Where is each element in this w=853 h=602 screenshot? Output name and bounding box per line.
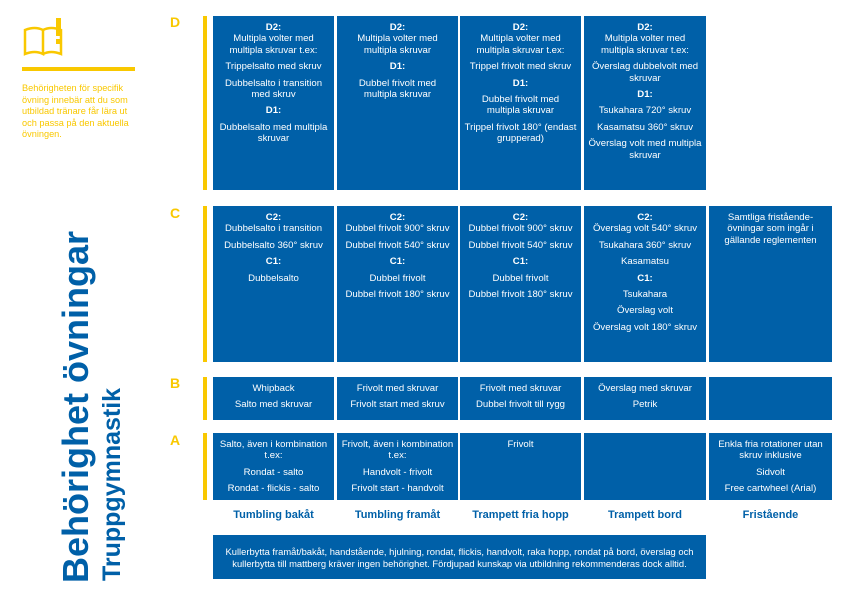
- level-d-label: D: [169, 14, 181, 30]
- cell-b-tumbling-framat: Frivolt med skruvar Frivolt start med sk…: [337, 377, 458, 420]
- cell-c-fristaende: Samtliga fristående-övningar som ingår i…: [709, 206, 832, 362]
- cell-a-fristaende: Enkla fria rotationer utan skruv inklusi…: [709, 433, 832, 500]
- sidebar-note: Behörigheten för specifik övning innebär…: [22, 83, 129, 140]
- cell-d-trampett-bord: D2: Multipla volter med multipla skruvar…: [584, 16, 706, 190]
- page-subtitle: Truppgymnastik: [98, 387, 126, 581]
- level-b-label: B: [169, 375, 181, 391]
- cell-d-trampett-fria-hopp: D2: Multipla volter med multipla skruvar…: [460, 16, 581, 190]
- cell-a-tumbling-bakat: Salto, även i kombination t.ex: Rondat -…: [213, 433, 334, 500]
- cell-c-tumbling-bakat: C2: Dubbelsalto i transition Dubbelsalto…: [213, 206, 334, 362]
- cell-b-trampett-bord: Överslag med skruvar Petrik: [584, 377, 706, 420]
- cell-d-tumbling-framat: D2: Multipla volter med multipla skruvar…: [337, 16, 458, 190]
- cell-d-tumbling-bakat: D2: Multipla volter med multipla skruvar…: [213, 16, 334, 190]
- level-b-bar: [203, 377, 207, 420]
- cell-a-trampett-fria-hopp: Frivolt: [460, 433, 581, 500]
- cell-c-tumbling-framat: C2: Dubbel frivolt 900° skruv Dubbel fri…: [337, 206, 458, 362]
- cell-c-trampett-bord: C2: Överslag volt 540° skruv Tsukahara 3…: [584, 206, 706, 362]
- footer-note: Kullerbytta framåt/bakåt, handstående, h…: [213, 535, 706, 579]
- cell-a-trampett-bord: [584, 433, 706, 500]
- level-a-bar: [203, 433, 207, 500]
- level-a-label: A: [169, 432, 181, 448]
- cell-c-trampett-fria-hopp: C2: Dubbel frivolt 900° skruv Dubbel fri…: [460, 206, 581, 362]
- column-heading-trampett-fria-hopp: Trampett fria hopp: [472, 509, 569, 521]
- cell-b-trampett-fria-hopp: Frivolt med skruvar Dubbel frivolt till …: [460, 377, 581, 420]
- book-exclamation-icon: [22, 16, 66, 60]
- column-heading-trampett-bord: Trampett bord: [608, 509, 682, 521]
- level-c-label: C: [169, 205, 181, 221]
- sidebar-divider: [22, 67, 135, 71]
- level-d-bar: [203, 16, 207, 190]
- column-heading-tumbling-framat: Tumbling framåt: [354, 509, 441, 521]
- page-title: Behörighet övningar: [55, 230, 96, 583]
- cell-b-tumbling-bakat: Whipback Salto med skruvar: [213, 377, 334, 420]
- cell-b-fristaende: [709, 377, 832, 420]
- column-heading-tumbling-bakat: Tumbling bakåt: [233, 509, 314, 521]
- cell-a-tumbling-framat: Frivolt, även i kombination t.ex: Handvo…: [337, 433, 458, 500]
- level-c-bar: [203, 206, 207, 362]
- column-heading-fristaende: Fristående: [742, 509, 799, 521]
